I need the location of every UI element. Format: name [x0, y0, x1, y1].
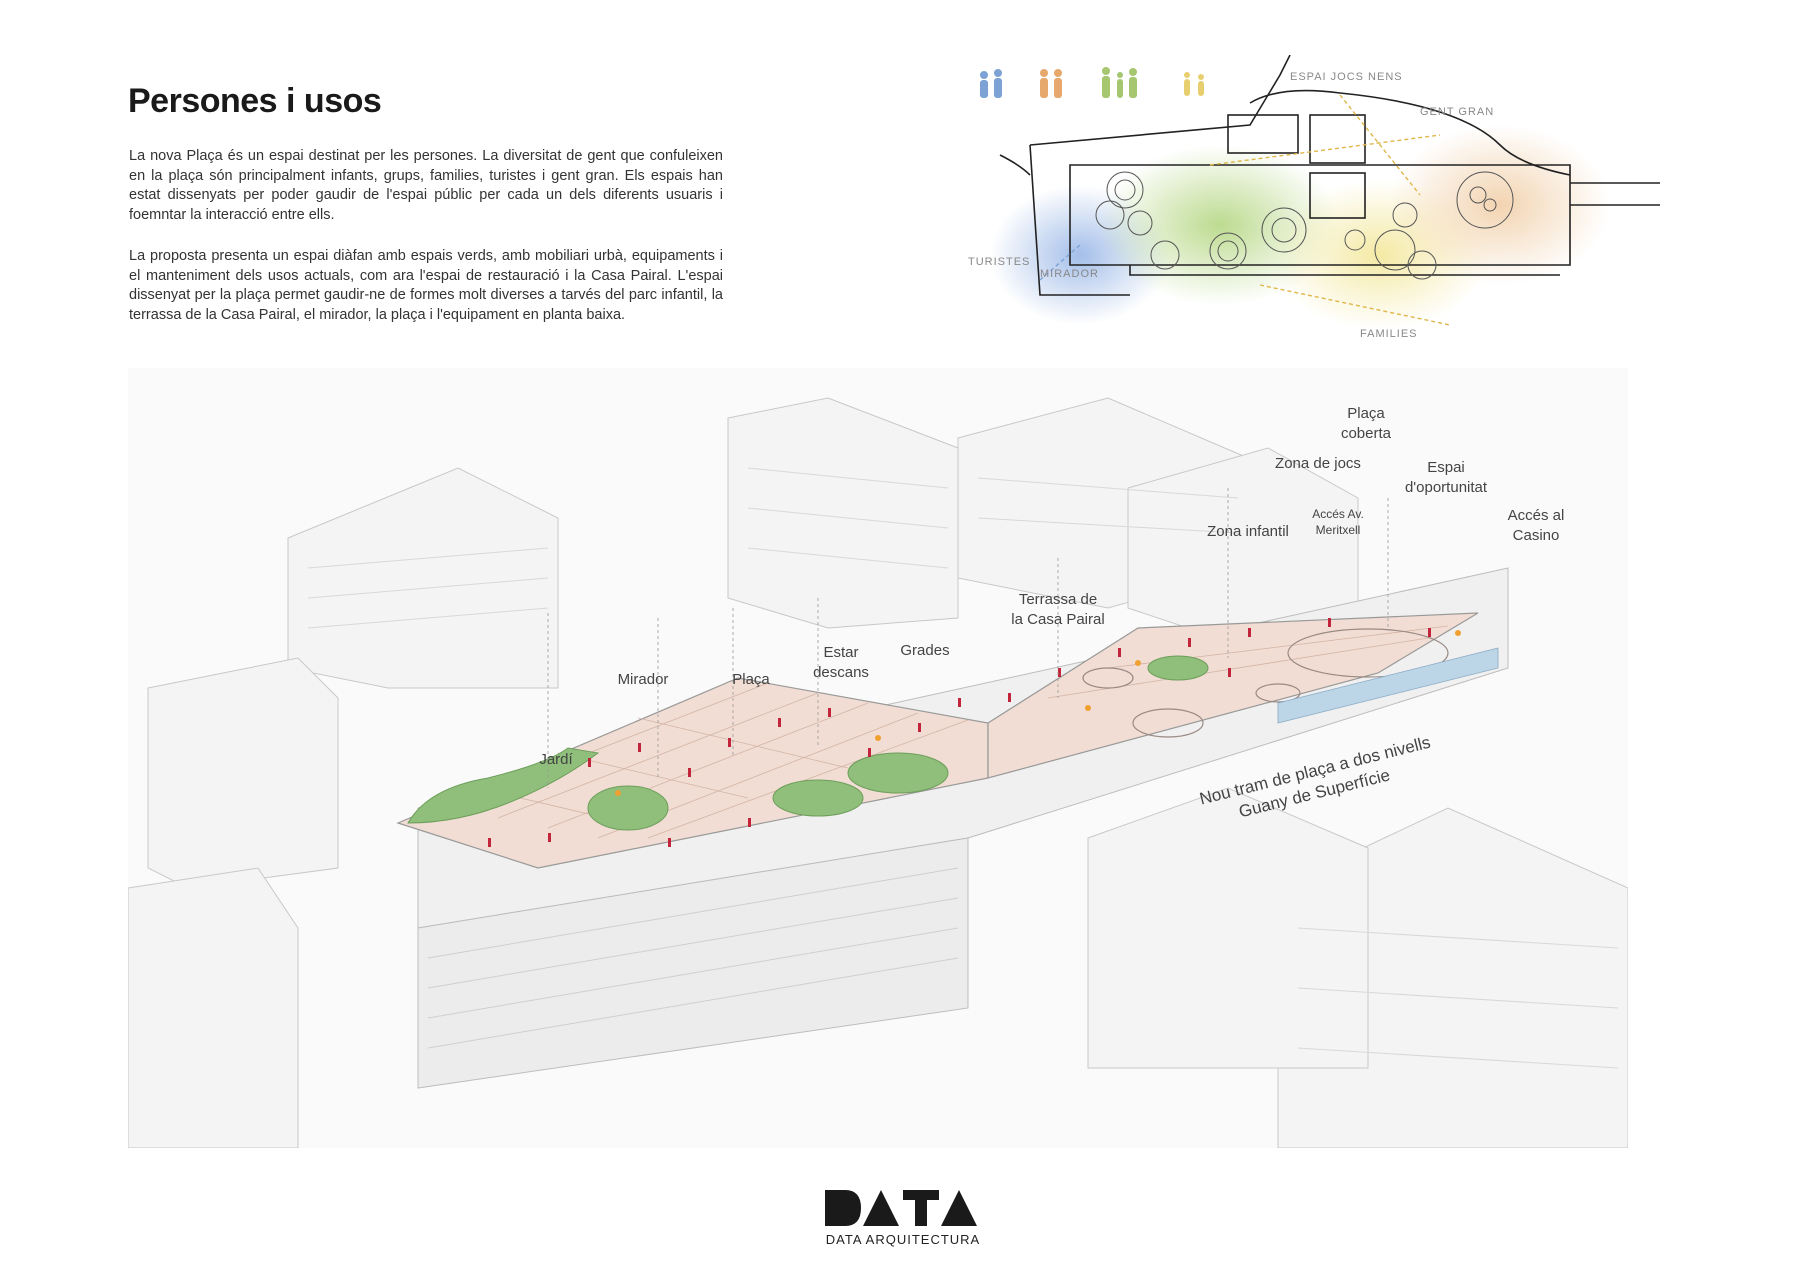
- people-markers: [488, 618, 1431, 847]
- people-legend-icons: [980, 67, 1204, 98]
- label-zona-jocs: Zona de jocs: [1275, 455, 1361, 472]
- label-jardi: Jardí: [539, 751, 573, 768]
- plan-label-turistes: TURISTES: [968, 256, 1030, 268]
- proposal-paragraph: La proposta presenta un espai diàfan amb…: [129, 248, 723, 323]
- label-zona-infantil: Zona infantil: [1207, 523, 1289, 540]
- label-grades: Grades: [900, 642, 949, 659]
- plan-label-families: FAMILIES: [1360, 328, 1418, 340]
- plan-label-gent-gran: GENT GRAN: [1420, 106, 1494, 118]
- label-acces-meritxell: Accés Av.Meritxell: [1312, 507, 1364, 537]
- logo-caption: DATA ARQUITECTURA: [825, 1232, 981, 1247]
- plan-label-mirador: MIRADOR: [1040, 268, 1099, 280]
- plaza-upper-level: [987, 612, 1479, 779]
- site-plan-diagram: ESPAI JOCS NENS GENT GRAN TURISTES MIRAD…: [968, 55, 1660, 340]
- intro-paragraph: La nova Plaça és un espai destinat per l…: [129, 148, 723, 223]
- data-arquitectura-logo: [825, 1190, 977, 1226]
- label-mirador: Mirador: [618, 671, 669, 688]
- label-placa: Plaça: [732, 671, 770, 688]
- page-title: Persones i usos: [128, 82, 382, 120]
- plan-label-espai-jocs-nens: ESPAI JOCS NENS: [1290, 71, 1403, 83]
